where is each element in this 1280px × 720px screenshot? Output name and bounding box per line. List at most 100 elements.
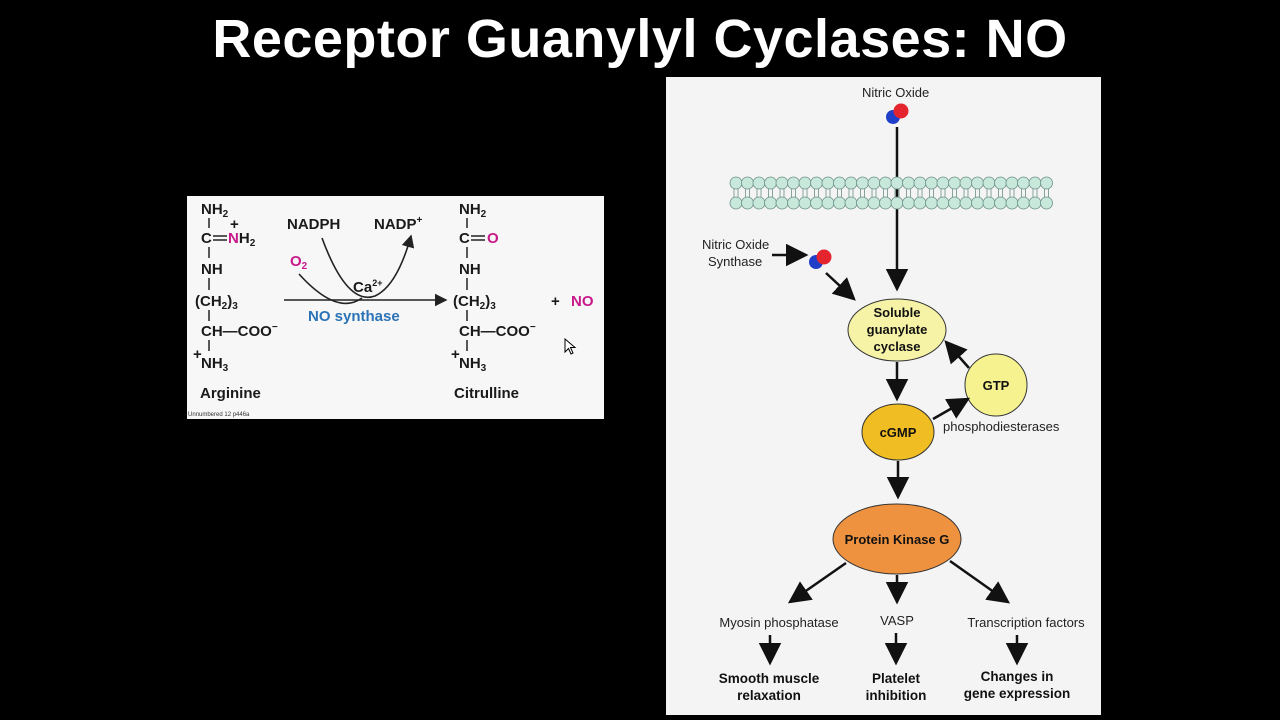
- svg-text:cyclase: cyclase: [874, 339, 921, 354]
- lipid-head: [971, 196, 984, 210]
- svg-text:gene expression: gene expression: [964, 686, 1071, 701]
- no-signaling-pathway-panel: Nitric Oxide Nitric Oxide Synthase Solub…: [666, 77, 1101, 715]
- svg-text:NH: NH: [459, 261, 481, 278]
- svg-text:Smooth muscle: Smooth muscle: [719, 671, 820, 686]
- lipid-head: [879, 176, 892, 190]
- lipid-head: [741, 196, 754, 210]
- target-transcription-factors: Transcription factors Changes in gene ex…: [964, 615, 1085, 701]
- nos-label-line2: Synthase: [708, 254, 762, 269]
- nitric-oxide-label: Nitric Oxide: [862, 85, 929, 100]
- lipid-head: [810, 176, 823, 190]
- lipid-head: [821, 176, 835, 190]
- nadp-label: NADP: [374, 216, 417, 233]
- lipid-head: [867, 196, 881, 210]
- svg-text:NH3: NH3: [201, 355, 229, 374]
- lipid-head: [867, 176, 881, 190]
- lipid-head: [948, 176, 961, 190]
- lipid-head: [798, 176, 812, 190]
- svg-text:Ca2+: Ca2+: [353, 278, 382, 296]
- no-product-label: NO: [571, 293, 594, 310]
- svg-text:Myosin phosphatase: Myosin phosphatase: [719, 615, 838, 630]
- svg-text:NH2: NH2: [201, 201, 229, 220]
- svg-text:NH3: NH3: [459, 355, 487, 374]
- lipid-head: [798, 196, 812, 210]
- cgmp-node: cGMP: [861, 403, 935, 461]
- svg-text:Protein Kinase G: Protein Kinase G: [845, 532, 950, 547]
- lipid-head: [925, 196, 938, 210]
- plus-sign: +: [551, 293, 560, 310]
- lipid-head: [994, 176, 1007, 190]
- svg-text:VASP: VASP: [880, 613, 914, 628]
- svg-text:Changes in: Changes in: [981, 669, 1054, 684]
- svg-text:NH: NH: [201, 261, 223, 278]
- lipid-head: [787, 176, 800, 190]
- lipid-head: [764, 196, 777, 210]
- lipid-head: [1017, 196, 1030, 210]
- lipid-head: [1028, 196, 1042, 210]
- nos-nitric-oxide-icon: [809, 249, 832, 269]
- lipid-head: [890, 196, 904, 210]
- lipid-head: [948, 196, 961, 210]
- lipid-head: [936, 176, 950, 190]
- arginine-label: Arginine: [200, 385, 261, 402]
- svg-text:+: +: [451, 346, 460, 363]
- cell-membrane-bilayer: [729, 176, 1053, 210]
- lipid-head: [1005, 196, 1019, 210]
- target-vasp: VASP Platelet inhibition: [866, 613, 927, 703]
- no-synthesis-reaction-panel: NH2 C NH2 + NH (CH2)3 CH—COO− NH3 + Argi…: [187, 196, 604, 419]
- lipid-head: [729, 176, 743, 190]
- lipid-head: [879, 196, 892, 210]
- svg-text:NH2: NH2: [228, 230, 256, 249]
- slide-title: Receptor Guanylyl Cyclases: NO: [212, 9, 1068, 69]
- lipid-head: [913, 176, 927, 190]
- lipid-head: [844, 196, 858, 210]
- lipid-head: [1005, 176, 1019, 190]
- lipid-head: [1028, 176, 1042, 190]
- lipid-head: [1017, 176, 1030, 190]
- lipid-head: [729, 196, 743, 210]
- lipid-head: [752, 196, 766, 210]
- lipid-head: [1040, 196, 1053, 210]
- lipid-head: [810, 196, 823, 210]
- svg-text:+: +: [230, 216, 239, 233]
- lipid-head: [982, 196, 996, 210]
- lipid-head: [994, 196, 1007, 210]
- mouse-cursor-icon: [564, 338, 577, 355]
- gtp-node: GTP: [964, 353, 1028, 417]
- figure-caption: Unnumbered 12 p446a: [188, 412, 250, 418]
- phosphodiesterases-label: phosphodiesterases: [943, 419, 1060, 434]
- svg-text:O: O: [487, 230, 499, 247]
- no-synthase-label: NO synthase: [308, 308, 400, 325]
- lipid-head: [775, 176, 789, 190]
- lipid-head: [902, 176, 915, 190]
- svg-text:NADP+: NADP+: [374, 215, 423, 233]
- svg-text:(CH2)3: (CH2)3: [195, 293, 238, 312]
- calcium-label: Ca: [353, 279, 373, 296]
- lipid-head: [971, 176, 984, 190]
- lipid-head: [821, 196, 835, 210]
- svg-text:C: C: [459, 230, 470, 247]
- svg-text:inhibition: inhibition: [866, 688, 927, 703]
- lipid-head: [787, 196, 800, 210]
- svg-text:CH—COO−: CH—COO−: [201, 322, 278, 340]
- lipid-head: [959, 196, 973, 210]
- svg-text:O2: O2: [290, 253, 308, 272]
- lipid-head: [925, 176, 938, 190]
- svg-text:(CH2)3: (CH2)3: [453, 293, 496, 312]
- nos-label-line1: Nitric Oxide: [702, 237, 769, 252]
- lipid-head: [844, 176, 858, 190]
- svg-text:CH—COO−: CH—COO−: [459, 322, 536, 340]
- citrulline-label: Citrulline: [454, 385, 519, 402]
- svg-text:+: +: [193, 346, 202, 363]
- lipid-head: [959, 176, 973, 190]
- svg-text:cGMP: cGMP: [880, 425, 917, 440]
- protein-kinase-g-node: Protein Kinase G: [832, 503, 962, 575]
- reaction-arrow-group: NADPH NADP+ O2 Ca2+ NO synthase: [284, 215, 448, 325]
- citrulline-structure: NH2 C O NH (CH2)3 CH—COO− NH3 + Citrulli…: [451, 201, 536, 402]
- pathway-diagram: Nitric Oxide Nitric Oxide Synthase Solub…: [702, 85, 1085, 703]
- lipid-head: [833, 176, 846, 190]
- lipid-head: [936, 196, 950, 210]
- lipid-head: [741, 176, 754, 190]
- reaction-figure: NH2 C NH2 + NH (CH2)3 CH—COO− NH3 + Argi…: [188, 201, 594, 418]
- lipid-head: [856, 196, 869, 210]
